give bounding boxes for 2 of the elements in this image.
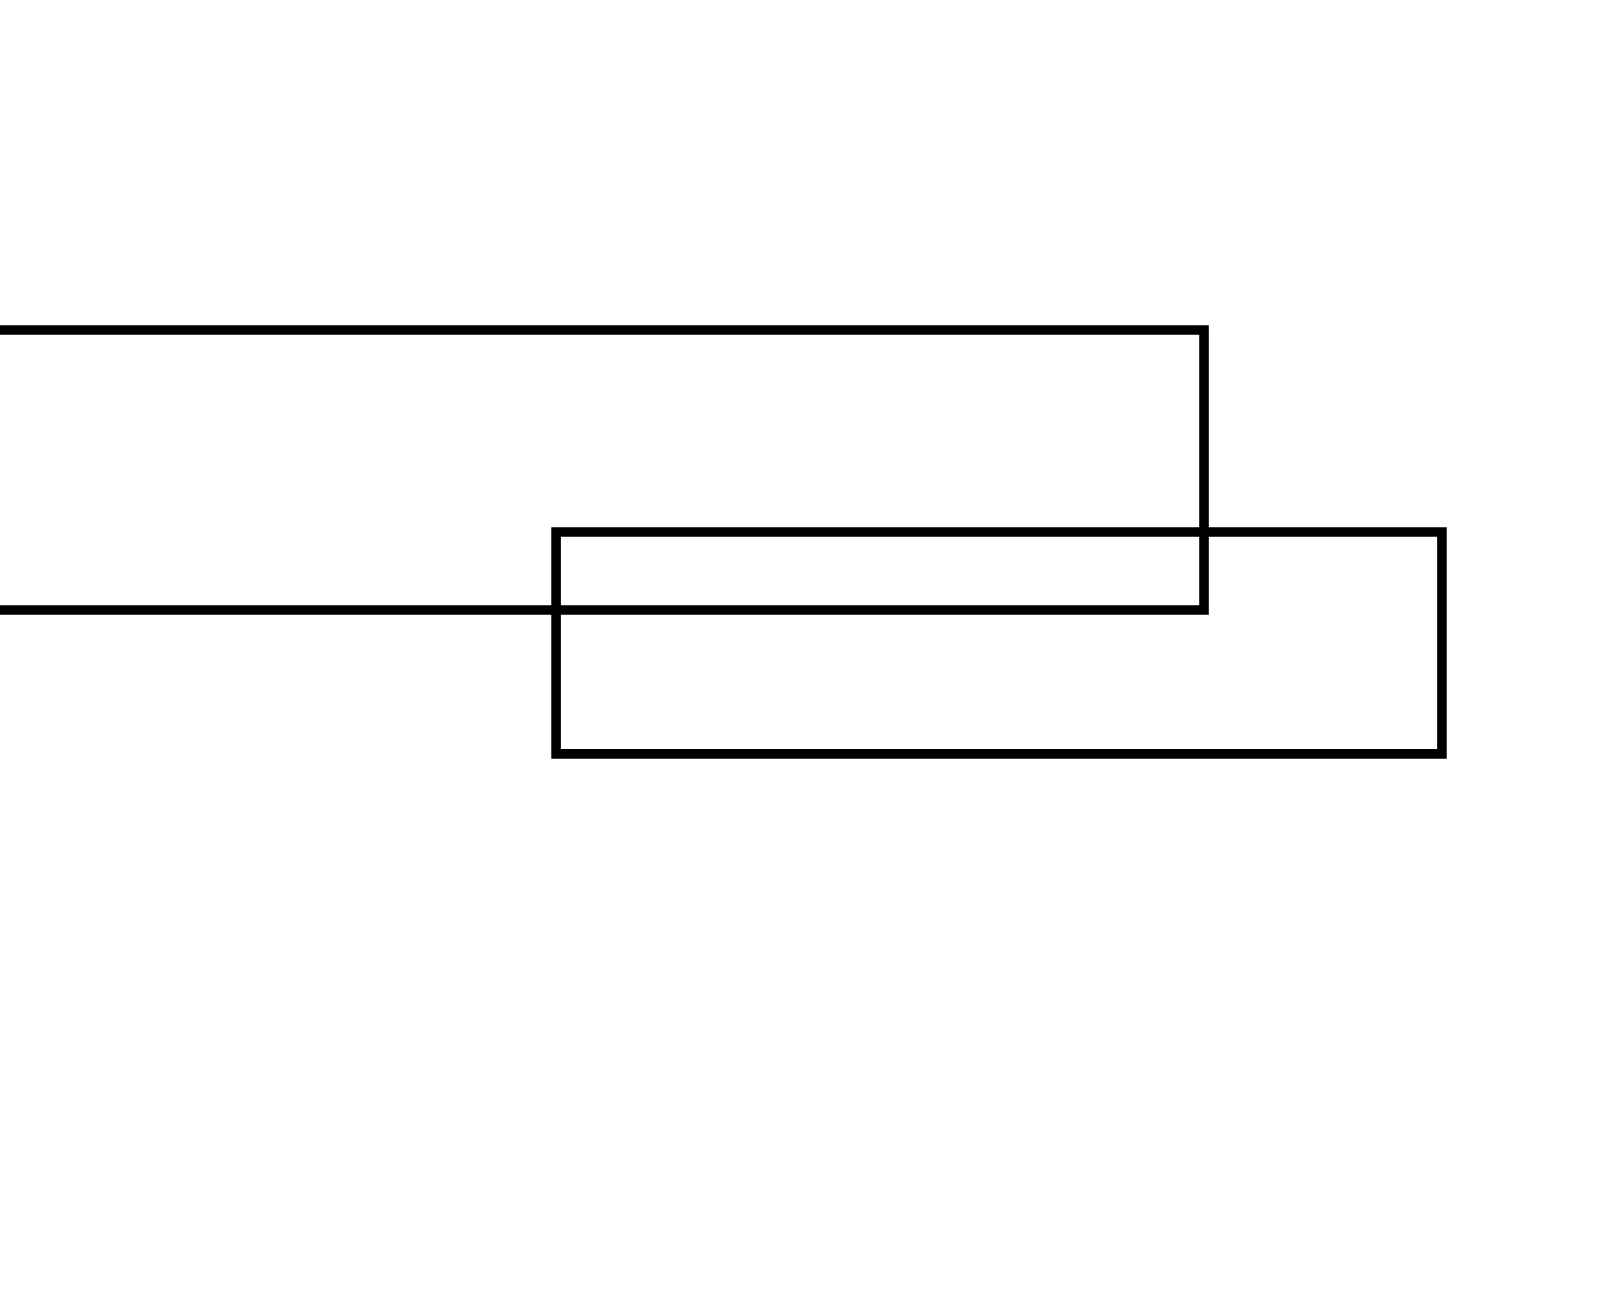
empty-box [551,527,1447,759]
empty-box [0,325,1209,615]
